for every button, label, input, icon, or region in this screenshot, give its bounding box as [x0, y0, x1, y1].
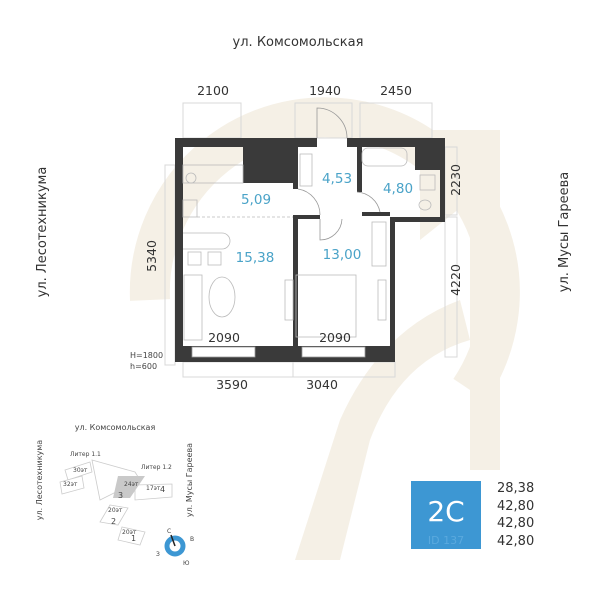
svg-text:4: 4	[160, 485, 165, 494]
svg-text:С: С	[167, 528, 171, 535]
svg-text:1: 1	[131, 534, 136, 543]
svg-text:Литер 1.2: Литер 1.2	[141, 464, 172, 471]
dim-top-1: 2100	[197, 83, 229, 98]
dim-right-1: 2230	[448, 164, 463, 196]
area-value: 42,80	[497, 533, 535, 549]
street-top: ул. Комсомольская	[233, 35, 364, 50]
dim-top-2: 1940	[309, 83, 341, 98]
area-summary: 28,38 42,80 42,80 42,80	[497, 480, 534, 550]
apartment-type-badge: 2С ID 137	[411, 481, 481, 549]
svg-text:30эт: 30эт	[73, 467, 88, 474]
area-kitchen: 5,09	[241, 192, 271, 208]
svg-text:17эт: 17эт	[146, 485, 161, 492]
window-height: H=1800	[130, 351, 163, 360]
area-hall: 4,53	[322, 171, 352, 187]
area-bedroom: 13,00	[323, 247, 362, 263]
dim-right-2: 4220	[448, 264, 463, 296]
window-width-2: 2090	[319, 330, 351, 345]
svg-text:В: В	[190, 536, 194, 543]
windows	[191, 346, 366, 358]
dim-bottom-1: 3590	[216, 377, 248, 392]
watermark-arc-fill	[295, 300, 470, 560]
svg-text:ул. Комсомольская: ул. Комсомольская	[75, 423, 156, 432]
apartment-type: 2С	[427, 495, 465, 528]
svg-text:20эт: 20эт	[108, 507, 123, 514]
svg-text:ул. Мусы Гареева: ул. Мусы Гареева	[185, 443, 194, 517]
furniture	[182, 147, 436, 341]
apartment-id: ID 137	[427, 534, 465, 547]
compass: С В Ю З	[156, 528, 194, 567]
area-value: 42,80	[497, 516, 535, 531]
dim-top-3: 2450	[380, 83, 412, 98]
svg-text:24эт: 24эт	[124, 481, 139, 488]
dim-bottom-2: 3040	[306, 377, 338, 392]
area-value: 42,80	[497, 498, 535, 514]
street-right: ул. Мусы Гареева	[557, 172, 572, 293]
svg-text:32эт: 32эт	[63, 481, 78, 488]
window-width-1: 2090	[208, 330, 240, 345]
svg-text:Литер 1.1: Литер 1.1	[70, 451, 101, 458]
svg-text:З: З	[156, 551, 160, 558]
area-living: 15,38	[236, 250, 275, 266]
area-value: 28,38	[497, 481, 535, 496]
svg-text:2: 2	[111, 517, 116, 526]
sill-height: h=600	[130, 362, 157, 371]
svg-text:3: 3	[118, 491, 123, 500]
svg-text:ул. Лесотехникума: ул. Лесотехникума	[35, 440, 44, 521]
site-plan: ул. Комсомольская ул. Лесотехникума ул. …	[35, 423, 194, 546]
svg-text:Ю: Ю	[183, 560, 190, 567]
dim-left: 5340	[144, 240, 159, 272]
svg-text:20эт: 20эт	[122, 529, 137, 536]
street-left: ул. Лесотехникума	[35, 167, 50, 298]
doors	[297, 107, 381, 241]
area-bathroom: 4,80	[383, 181, 413, 197]
